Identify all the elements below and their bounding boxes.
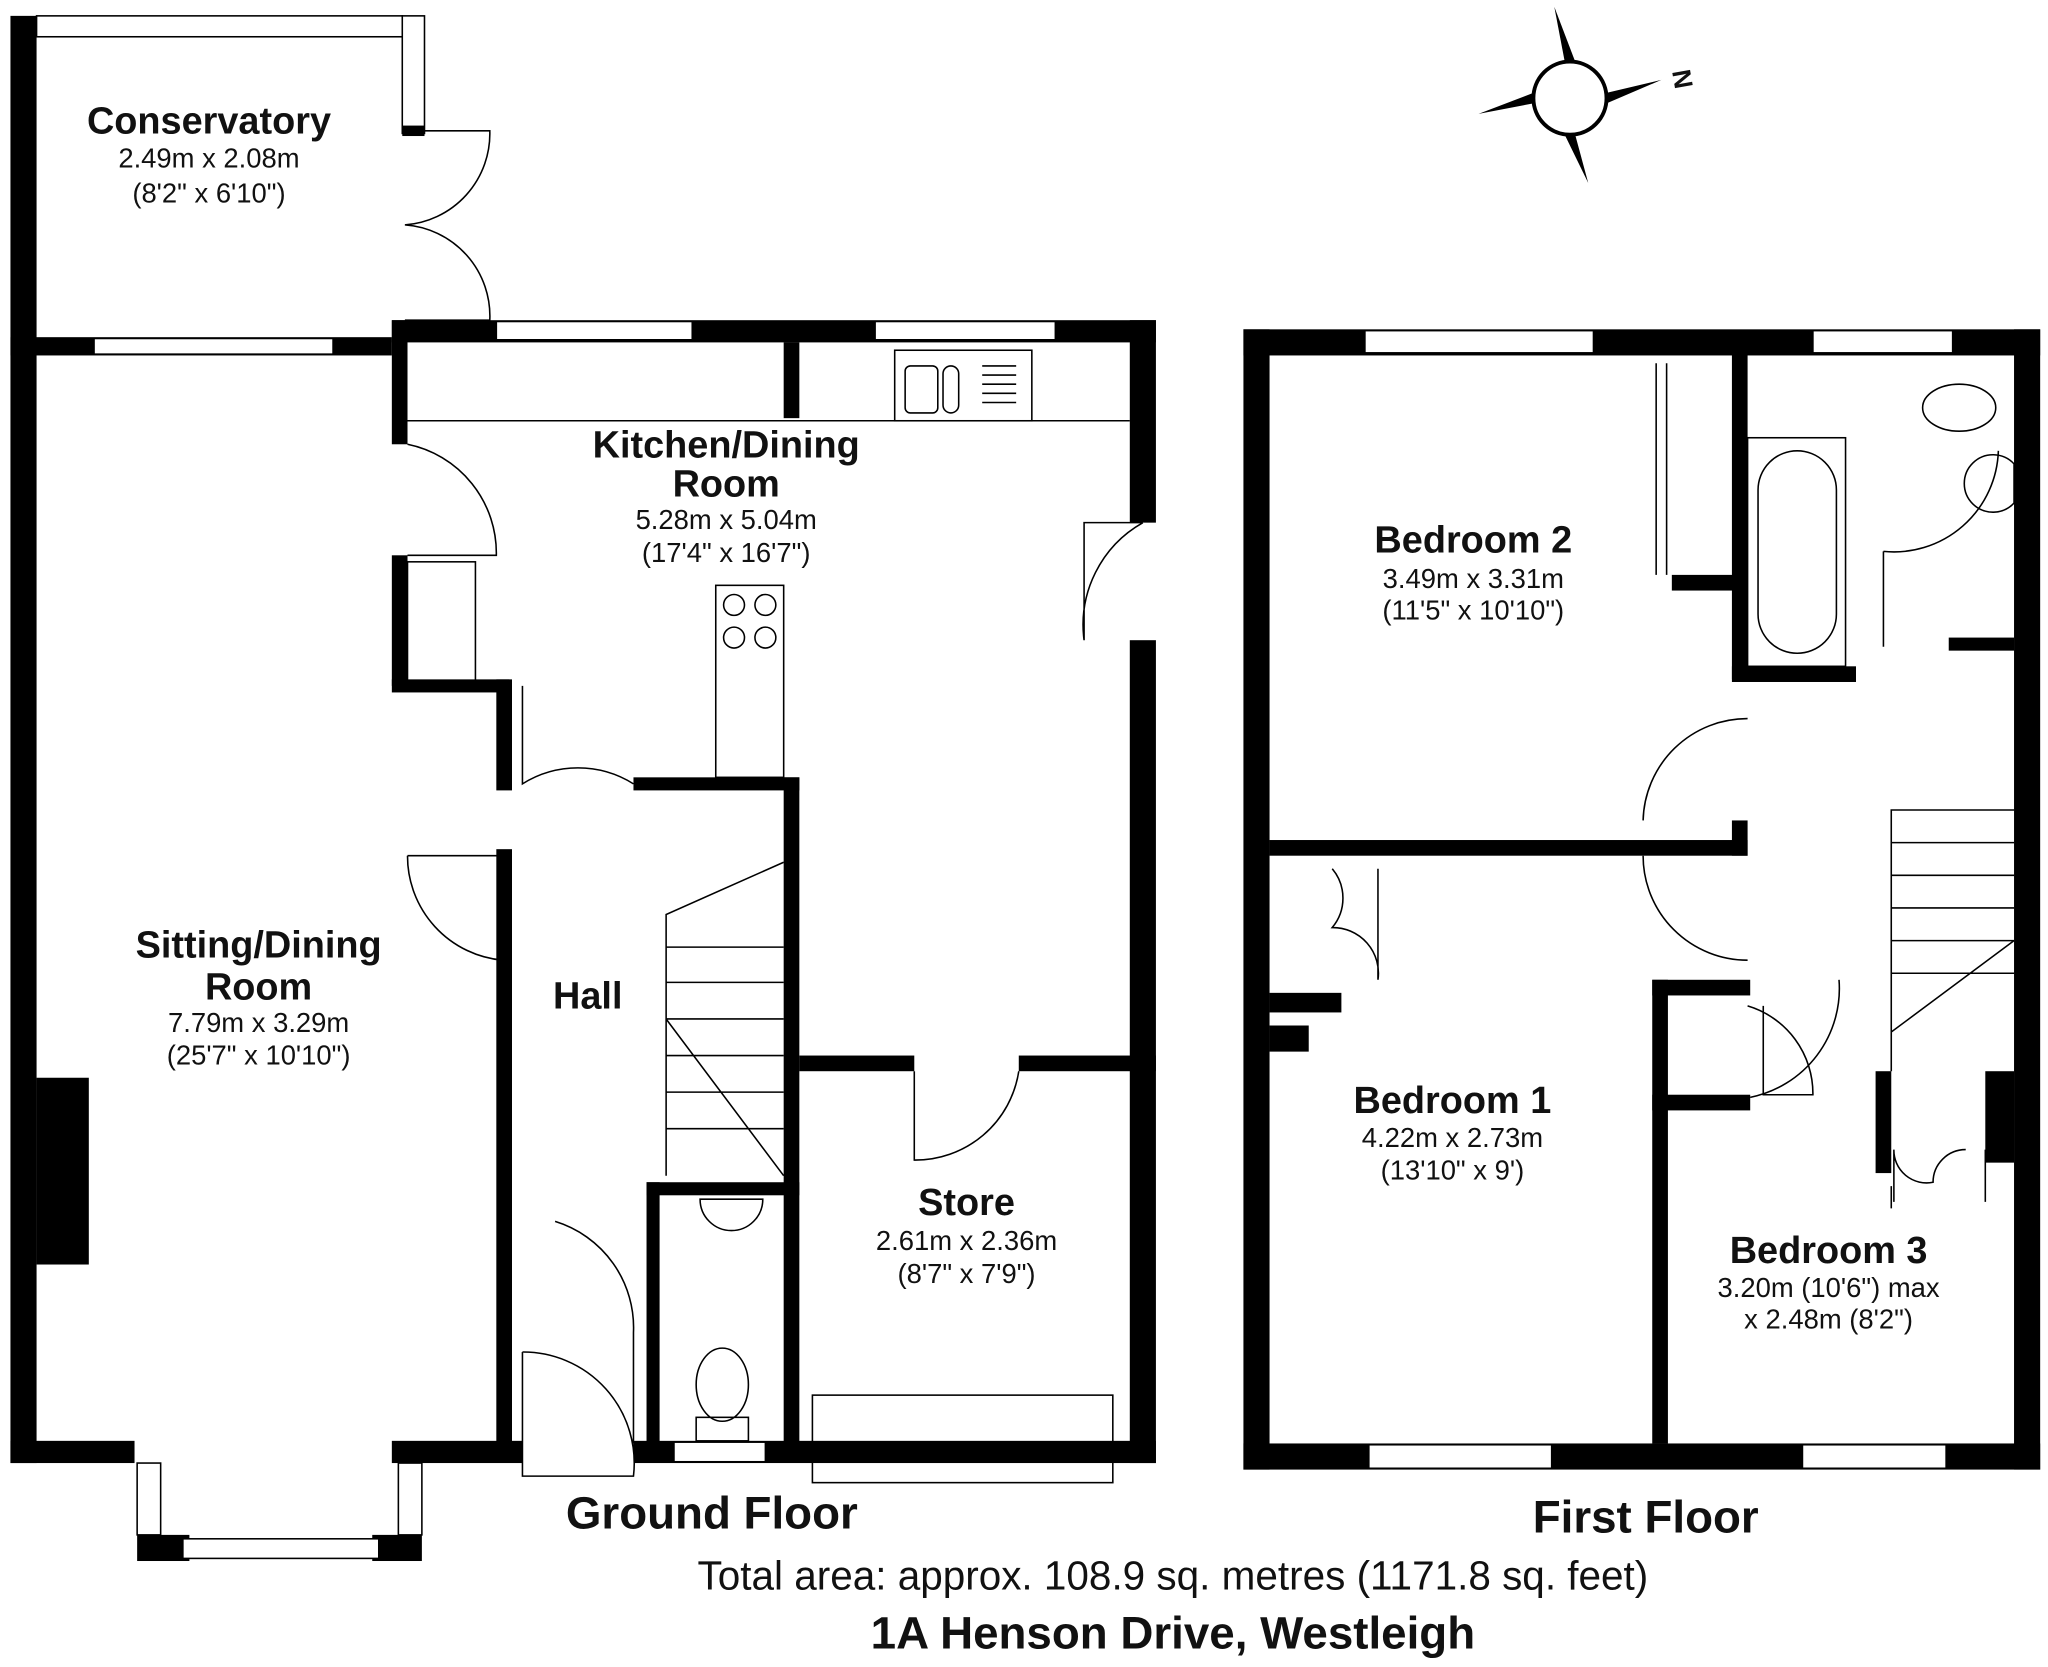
room-name-bedroom-2: Bedroom 2 [1374,520,1572,562]
wc-basin [699,1198,764,1232]
room-name-kitchen: Kitchen/Dining [593,424,860,466]
room-dim-sitting: 7.79m x 3.29m [168,1007,349,1038]
compass-north-label: N [1666,67,1699,91]
total-area: Total area: approx. 108.9 sq. metres (11… [697,1553,1648,1599]
room-name-sitting: Sitting/Dining [136,925,382,967]
room-dim-kitchen: 5.28m x 5.04m [636,504,817,535]
sink [893,349,1033,422]
room-name-conservatory: Conservatory [87,100,331,142]
room-imperial-sitting: (25'7" x 10'10") [167,1040,351,1071]
room-dim-conservatory: 2.49m x 2.08m [118,142,299,173]
room-name-bedroom-1: Bedroom 1 [1354,1080,1552,1122]
room-name-hall: Hall [553,976,622,1018]
room-imperial-bedroom-1: (13'10" x 9') [1381,1155,1525,1186]
ground-floor-plan [10,15,1156,1562]
room-name-kitchen-2: Room [673,464,780,506]
first-floor-plan [1243,329,2041,1470]
room-imperial-bedroom-2: (11'5" x 10'10") [1382,594,1564,625]
room-dim-store: 2.61m x 2.36m [876,1225,1057,1256]
first-stairs [1890,809,2015,1072]
fireplace [36,1077,89,1265]
room-dim-bedroom-3: 3.20m (10'6") max [1718,1272,1940,1303]
room-imperial-bedroom-3: x 2.48m (8'2") [1744,1304,1913,1335]
store-cabinet [811,1394,1114,1484]
room-dim-bedroom-1: 4.22m x 2.73m [1362,1122,1543,1153]
address: 1A Henson Drive, Westleigh [871,1608,1475,1659]
room-name-store: Store [918,1182,1015,1224]
room-imperial-conservatory: (8'2" x 6'10") [132,178,285,209]
compass-icon: N [1478,6,1699,184]
room-imperial-kitchen: (17'4" x 16'7") [642,537,811,568]
first-floor-label: First Floor [1533,1491,1759,1542]
room-dim-bedroom-2: 3.49m x 3.31m [1383,563,1564,594]
room-name-sitting-2: Room [205,966,312,1008]
hob [714,584,785,779]
toilet [1921,383,1997,432]
basin [1963,453,2015,513]
bath [1746,436,1847,668]
room-imperial-store: (8'7" x 7'9") [897,1258,1035,1289]
wc-toilet [695,1347,750,1423]
room-name-bedroom-3: Bedroom 3 [1730,1230,1928,1272]
ground-floor-label: Ground Floor [566,1487,858,1538]
ground-stairs [665,861,785,1177]
